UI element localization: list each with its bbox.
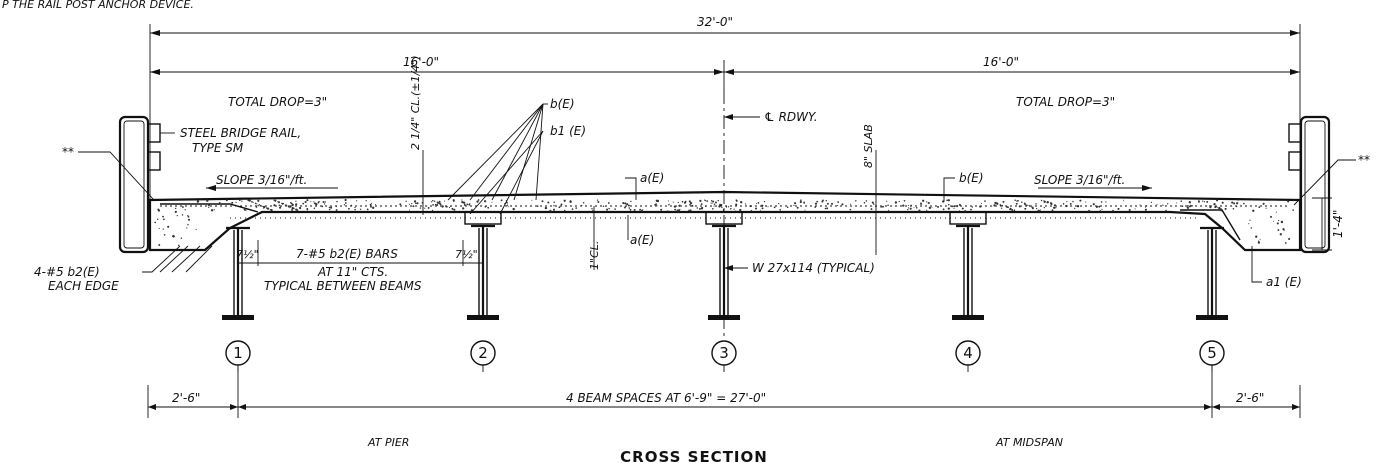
beam-number-1: 1 bbox=[233, 344, 243, 362]
edge-bars-label-line2: EACH EDGE bbox=[48, 279, 119, 293]
bars-label: 7-#5 b2(E) BARS bbox=[296, 247, 398, 261]
a-bottom-label: a(E) bbox=[630, 233, 654, 247]
beam-2 bbox=[467, 224, 499, 320]
beam-number-5: 5 bbox=[1207, 344, 1217, 362]
rail-label-line1: STEEL BRIDGE RAIL, bbox=[180, 126, 301, 140]
a1-label: a1 (E) bbox=[1266, 275, 1302, 289]
steel-bridge-rail-right bbox=[1288, 115, 1331, 254]
total-drop-left: TOTAL DROP=3" bbox=[228, 95, 327, 109]
double-star-right: ** bbox=[1358, 153, 1370, 167]
slab-thickness-label: 8" SLAB bbox=[862, 124, 875, 168]
bar-spacing-label: AT 11" CTS. bbox=[317, 265, 388, 279]
clear-cover-label: 2 1/4" CL.(±1/4") bbox=[409, 55, 422, 150]
beam-number-2: 2 bbox=[478, 344, 488, 362]
dim-half-left: 16'-0" bbox=[403, 55, 439, 69]
rail-label-line2: TYPE SM bbox=[192, 141, 244, 155]
dimension-lines bbox=[147, 24, 1332, 418]
edge-bars-label-line1: 4-#5 b2(E) bbox=[34, 265, 100, 279]
dim-overall: 32'-0" bbox=[697, 15, 733, 29]
header-note: P THE RAIL POST ANCHOR DEVICE. bbox=[2, 0, 194, 11]
rdwy-centerline-label: ℄ RDWY. bbox=[764, 110, 818, 124]
typical-between-beams-label: TYPICAL BETWEEN BEAMS bbox=[264, 279, 422, 293]
steel-bridge-rail-left bbox=[118, 115, 161, 254]
b-right-label: b(E) bbox=[959, 171, 984, 185]
dim-beam-spaces: 4 BEAM SPACES AT 6'-9" = 27'-0" bbox=[566, 391, 766, 405]
haunch-right-label: 7½" bbox=[455, 248, 478, 261]
dim-half-right: 16'-0" bbox=[983, 55, 1019, 69]
bar-b-label: b(E) bbox=[550, 97, 575, 111]
section-title: CROSS SECTION bbox=[620, 448, 768, 463]
beam-size-label: W 27x114 (TYPICAL) bbox=[752, 261, 875, 275]
beam-number-4: 4 bbox=[963, 344, 973, 362]
dim-edge-right: 2'-6" bbox=[1236, 391, 1264, 405]
haunch-left-label: 7½" bbox=[236, 248, 259, 261]
bar-b1-label: b1 (E) bbox=[550, 124, 586, 138]
beam-4 bbox=[952, 224, 984, 320]
double-star-left: ** bbox=[62, 145, 74, 159]
dim-depth: 1'-4" bbox=[1331, 210, 1345, 238]
slope-left: SLOPE 3/16"/ft. bbox=[216, 173, 307, 187]
beam-5 bbox=[1196, 226, 1228, 320]
beam-number-bubbles bbox=[225, 340, 1225, 372]
leaders bbox=[78, 90, 1356, 340]
dim-edge-left: 2'-6" bbox=[172, 391, 200, 405]
beam-number-3: 3 bbox=[719, 344, 729, 362]
beam-1 bbox=[222, 226, 254, 320]
beams bbox=[222, 224, 1228, 320]
slope-right: SLOPE 3/16"/ft. bbox=[1034, 173, 1125, 187]
a-top-label: a(E) bbox=[640, 171, 664, 185]
total-drop-right: TOTAL DROP=3" bbox=[1016, 95, 1115, 109]
at-pier-label: AT PIER bbox=[367, 436, 409, 449]
at-midspan-label: AT MIDSPAN bbox=[995, 436, 1063, 449]
one-inch-cl-label: 1"CL. bbox=[588, 241, 601, 270]
